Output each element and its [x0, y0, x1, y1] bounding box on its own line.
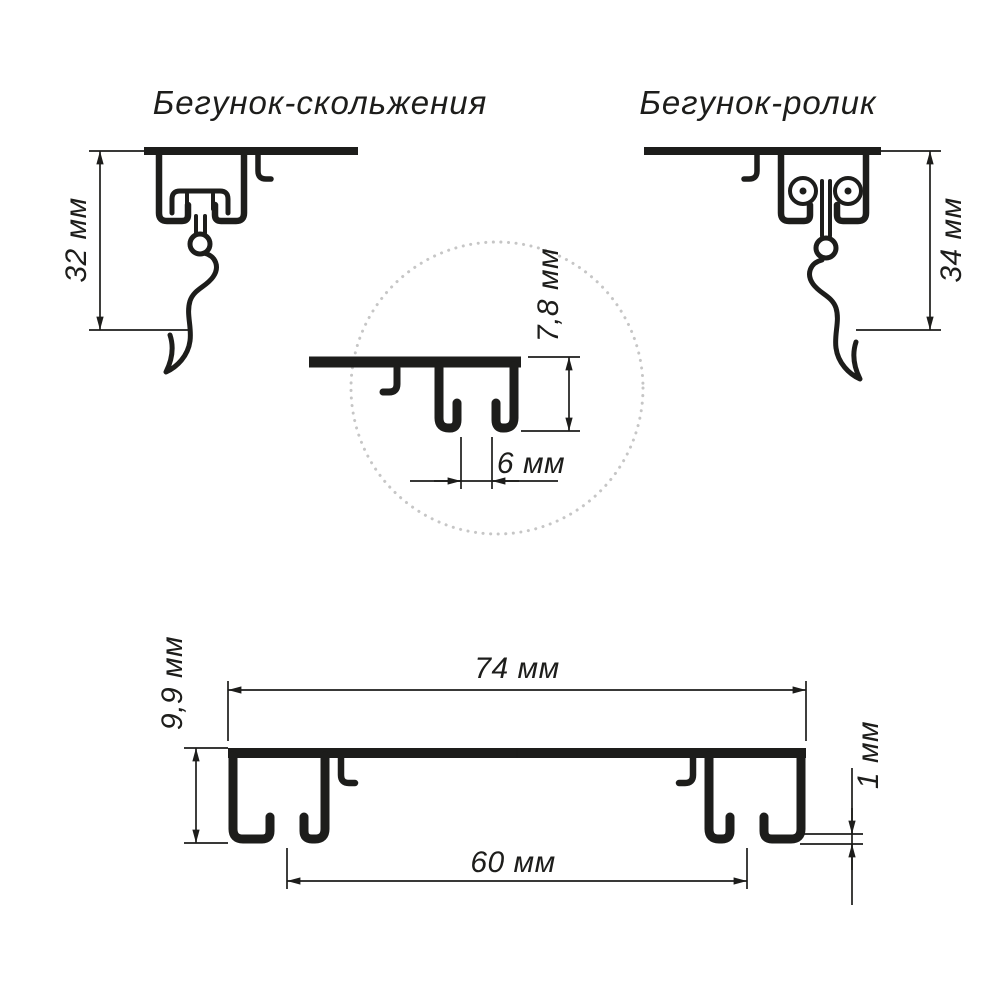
- rail-channel-right-wall: [833, 149, 870, 225]
- dim-label-32mm: 32 мм: [60, 197, 93, 283]
- left-channel-outer: [228, 751, 275, 844]
- glider-runner: [169, 188, 231, 257]
- dimension-60mm: [286, 848, 748, 889]
- hook-eyelet: [813, 235, 839, 261]
- dim-label-74mm: 74 мм: [474, 652, 560, 685]
- left-channel-inner: [299, 751, 330, 844]
- detail-tape-hook: [379, 364, 401, 396]
- curtain-hook: [807, 257, 863, 382]
- detail-channel-right: [491, 361, 519, 433]
- dimension-34mm: [856, 150, 941, 331]
- profile-cross-section: [228, 748, 806, 844]
- dimension-7-8mm: [521, 356, 580, 432]
- dimension-9-9mm: [184, 747, 228, 844]
- title-roller-runner: Бегунок-ролик: [639, 84, 877, 121]
- roller-axle-left: [799, 187, 807, 195]
- rail-channel-left-wall: [155, 149, 192, 225]
- dim-label-34mm: 34 мм: [935, 197, 968, 283]
- right-channel-outer: [759, 751, 806, 844]
- hook-eyelet: [187, 231, 213, 257]
- roller-wheel-right: [833, 176, 863, 206]
- detail-view: [309, 240, 645, 536]
- profile-tape-hook-right: [675, 754, 697, 787]
- dim-label-7-8mm: 7,8 мм: [532, 247, 565, 343]
- roller-axle-right: [844, 187, 852, 195]
- dimension-74mm: [227, 681, 807, 741]
- roller-runner-figure: [644, 147, 881, 382]
- dimension-1mm: [800, 768, 863, 905]
- roller-wheel-left: [788, 176, 818, 206]
- roller-runner: [788, 176, 863, 261]
- title-sliding-runner: Бегунок-скольжения: [152, 84, 488, 121]
- right-channel-inner: [704, 751, 735, 844]
- sliding-runner-figure: [144, 147, 358, 375]
- detail-channel-left: [434, 361, 462, 433]
- rail-channel-right-wall: [211, 149, 248, 225]
- dimension-6mm: [410, 437, 558, 489]
- glider-body: [169, 188, 231, 216]
- dim-label-60mm: 60 мм: [470, 846, 556, 879]
- dim-label-9-9mm: 9,9 мм: [156, 635, 189, 731]
- detail-circle: [349, 240, 645, 536]
- profile-tape-hook-left: [337, 754, 359, 787]
- rail-tape-hook: [741, 152, 760, 182]
- curtain-hook: [163, 250, 219, 375]
- rail-tape-hook: [255, 152, 274, 182]
- dim-label-1mm: 1 мм: [852, 720, 885, 790]
- rail-channel-left-wall: [777, 149, 814, 225]
- dimension-32mm: [89, 150, 190, 331]
- dim-label-6mm: 6 мм: [496, 447, 566, 480]
